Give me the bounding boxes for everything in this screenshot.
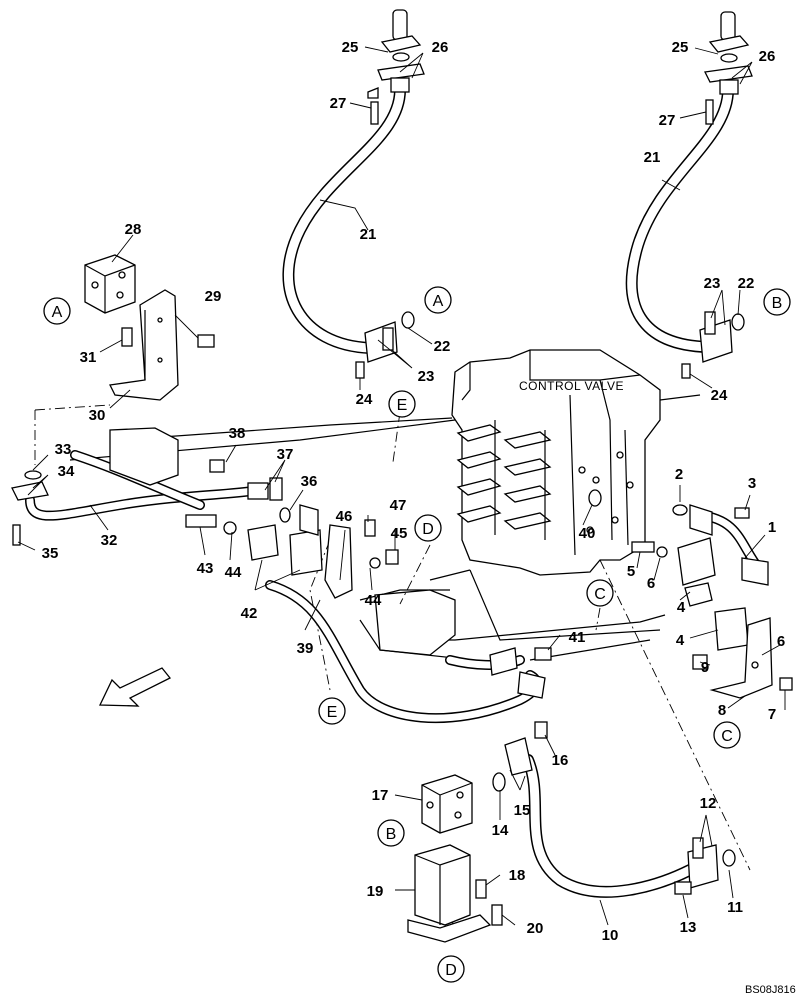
- callout-e-low: [318, 697, 346, 725]
- part-24b: 24: [711, 387, 728, 404]
- part-14: 14: [492, 822, 509, 839]
- valve-spools: [456, 420, 634, 540]
- callout-letter: D: [445, 962, 457, 979]
- part-30: 30: [89, 407, 106, 424]
- pipe-39: [247, 504, 552, 724]
- callout-e-mid: [388, 390, 416, 418]
- part-19: 19: [367, 883, 384, 900]
- part-28: 28: [125, 221, 142, 238]
- callout-letter: D: [422, 521, 434, 538]
- part-26b: 26: [759, 48, 776, 65]
- part-24a: 24: [356, 391, 373, 408]
- part-29: 29: [205, 288, 222, 305]
- block-17-bracket-19: [407, 774, 503, 943]
- part-17: 17: [372, 787, 389, 804]
- callout-letter: C: [721, 728, 733, 745]
- part-35: 35: [42, 545, 59, 562]
- callout-b-low: [377, 819, 405, 847]
- part-3: 3: [748, 475, 756, 492]
- hose-10: [492, 721, 736, 898]
- callout-b-right: [763, 288, 791, 316]
- part-37: 37: [277, 446, 294, 463]
- control-valve: CONTROL VALVE: [451, 349, 661, 576]
- drawing-code: BS08J816: [745, 984, 796, 996]
- part-42: 42: [241, 605, 258, 622]
- block-28-bracket-30: [84, 254, 215, 401]
- part-10: 10: [602, 927, 619, 944]
- callout-letter: B: [386, 826, 397, 843]
- callout-a-mid: [424, 286, 452, 314]
- part-13: 13: [680, 919, 697, 936]
- part-8: 8: [718, 702, 726, 719]
- part-43: 43: [197, 560, 214, 577]
- part-6b: 6: [777, 633, 785, 650]
- part-20: 20: [527, 920, 544, 937]
- hose-21-right: [625, 11, 753, 379]
- frame-outline: [69, 394, 701, 666]
- pipe-1: [588, 489, 793, 699]
- part-47: 47: [390, 497, 407, 514]
- front-direction-arrow: [98, 667, 172, 707]
- part-27a: 27: [330, 95, 347, 112]
- callout-a-left: [43, 297, 71, 325]
- control-valve-label: CONTROL VALVE: [519, 379, 624, 393]
- part-21a: 21: [360, 226, 377, 243]
- part-33: 33: [55, 441, 72, 458]
- part-23a: 23: [418, 368, 435, 385]
- hose-21-middle: [282, 9, 425, 379]
- part-1: 1: [768, 519, 776, 536]
- callout-letter: E: [327, 704, 338, 721]
- part-25b: 25: [672, 39, 689, 56]
- callout-circles: A A B B C C D D E E: [43, 286, 791, 983]
- part-46: 46: [336, 508, 353, 525]
- part-44a: 44: [225, 564, 242, 581]
- part-5: 5: [627, 563, 635, 580]
- callout-d-low: [437, 955, 465, 983]
- part-18: 18: [509, 867, 526, 884]
- part-31: 31: [80, 349, 97, 366]
- part-7: 7: [768, 706, 776, 723]
- pipe-32: [11, 427, 291, 546]
- callout-letter: B: [772, 295, 783, 312]
- part-15: 15: [514, 802, 531, 819]
- callout-d-mid: [414, 514, 442, 542]
- part-38: 38: [229, 425, 246, 442]
- callout-letter: A: [52, 304, 63, 321]
- part-40: 40: [579, 525, 596, 542]
- part-11: 11: [727, 899, 743, 916]
- part-12: 12: [700, 795, 717, 812]
- callout-c-mid: [586, 579, 614, 607]
- part-number-labels: 1 2 3 4 4 5 6 6 7 8 9 10 11 12 13 14 15 …: [42, 39, 786, 944]
- part-22a: 22: [434, 338, 451, 355]
- part-39: 39: [297, 640, 314, 657]
- part-32: 32: [101, 532, 118, 549]
- part-22b: 22: [738, 275, 755, 292]
- part-36: 36: [301, 473, 318, 490]
- part-41: 41: [569, 629, 586, 646]
- part-34: 34: [58, 463, 75, 480]
- part-23b: 23: [704, 275, 721, 292]
- part-25a: 25: [342, 39, 359, 56]
- part-26a: 26: [432, 39, 449, 56]
- part-45: 45: [391, 525, 408, 542]
- part-16: 16: [552, 752, 569, 769]
- callout-letter: C: [594, 586, 606, 603]
- part-27b: 27: [659, 112, 676, 129]
- part-21b: 21: [644, 149, 661, 166]
- part-4a: 4: [677, 599, 686, 616]
- part-4b: 4: [676, 632, 685, 649]
- part-44b: 44: [365, 592, 382, 609]
- callout-letter: A: [433, 293, 444, 310]
- callout-c-right: [713, 721, 741, 749]
- part-2: 2: [675, 466, 683, 483]
- leader-lines: [17, 46, 786, 926]
- part-9: 9: [701, 659, 709, 676]
- part-6a: 6: [647, 575, 655, 592]
- callout-letter: E: [397, 397, 408, 414]
